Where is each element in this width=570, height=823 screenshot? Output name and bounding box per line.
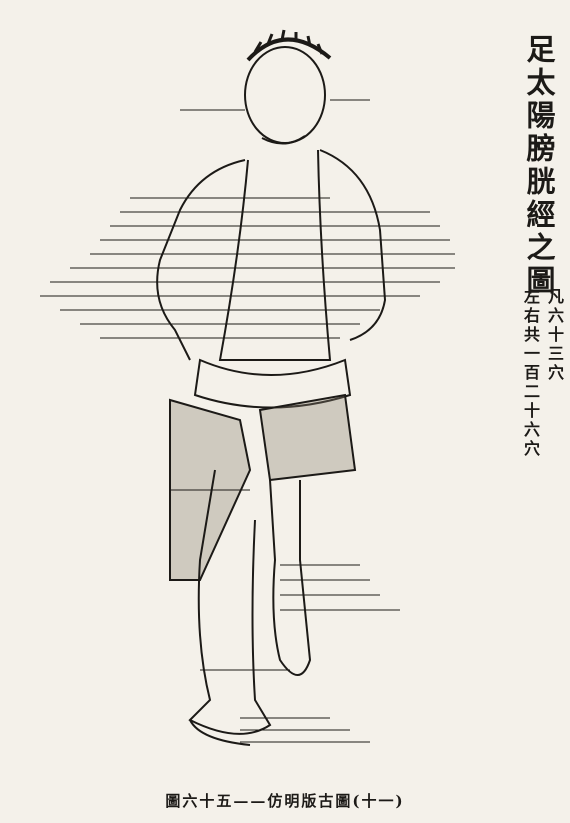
figure-caption: 圖六十五——仿明版古圖(十一) xyxy=(0,790,570,811)
right-arm-outline xyxy=(320,150,385,340)
point-count-single: 凡六十三穴 xyxy=(542,288,566,383)
head-outline xyxy=(245,47,325,143)
page-title: 足太陽膀胱經之圖 xyxy=(522,34,556,298)
left-arm-outline xyxy=(157,160,245,360)
point-count-total: 左右共一百二十六穴 xyxy=(518,288,542,459)
